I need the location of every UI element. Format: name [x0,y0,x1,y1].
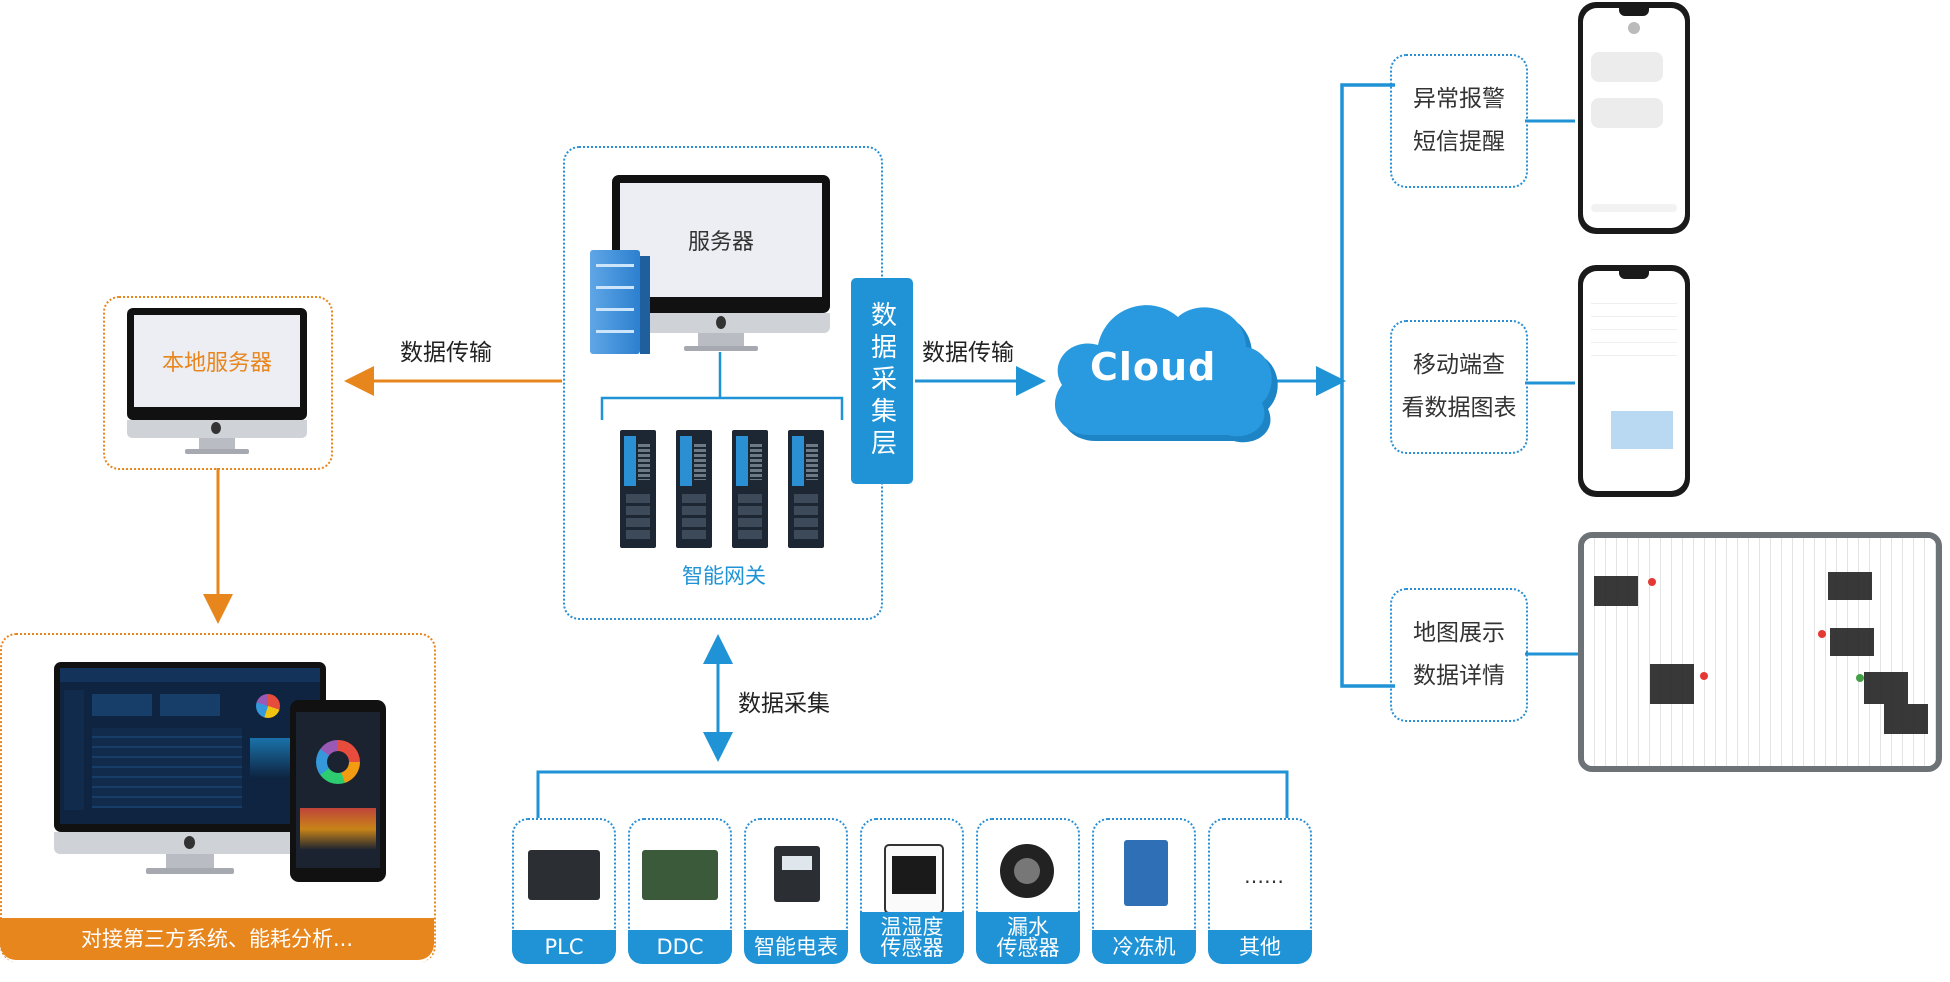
device-ddc: DDC [628,818,732,964]
collect-label: 数据采集 [738,691,830,717]
ellipsis-icon: …… [1244,864,1284,888]
avatar [1628,22,1640,34]
dashboard-tablet [290,700,386,882]
map-pin-icon [1648,578,1656,586]
feature-mobile-box: 移动端查 看数据图表 [1390,320,1528,454]
mobile-chart-phone [1578,265,1690,497]
data-collection-layer-tag: 数据采集层 [851,278,913,484]
gateway-device [676,430,712,548]
local-server-box [103,296,333,470]
device-chiller: 冷冻机 [1092,818,1196,964]
feature-alarm-box: 异常报警 短信提醒 [1390,54,1528,188]
right-transfer-label: 数据传输 [922,340,1014,366]
device-other: …… 其他 [1208,818,1312,964]
data-collection-layer-label: 数据采集层 [866,301,897,461]
cloud-label: Cloud [1090,345,1217,389]
third-party-caption: 对接第三方系统、能耗分析... [0,918,434,960]
gateway-device [732,430,768,548]
feature-map-box: 地图展示 数据详情 [1390,588,1528,722]
device-temp-humidity: 温湿度 传感器 [860,818,964,964]
floor-map-panel [1578,532,1942,772]
third-party-box [0,633,436,962]
device-bus [536,770,1289,818]
apple-logo-icon [184,836,195,849]
gateway-device [788,430,824,548]
device-water-leak: 漏水 传感器 [976,818,1080,964]
map-pin-icon [1700,672,1708,680]
device-plc: PLC [512,818,616,964]
left-transfer-label: 数据传输 [400,340,492,366]
device-smart-meter: 智能电表 [744,818,848,964]
sms-phone [1578,2,1690,234]
map-pin-icon [1818,630,1826,638]
gateway-device [620,430,656,548]
local-server-monitor: 本地服务器 [127,308,307,454]
map-pin-icon [1856,674,1864,682]
cloud-icon [1054,305,1278,443]
server-label: 服务器 [687,230,754,255]
server-rack-icon [590,250,650,354]
dashboard-monitor [54,662,326,882]
local-server-label: 本地服务器 [161,351,272,376]
apple-logo-icon [211,422,221,434]
branch-lines [1340,83,1395,688]
gateway-label: 智能网关 [682,564,766,588]
apple-logo-icon [716,316,726,329]
